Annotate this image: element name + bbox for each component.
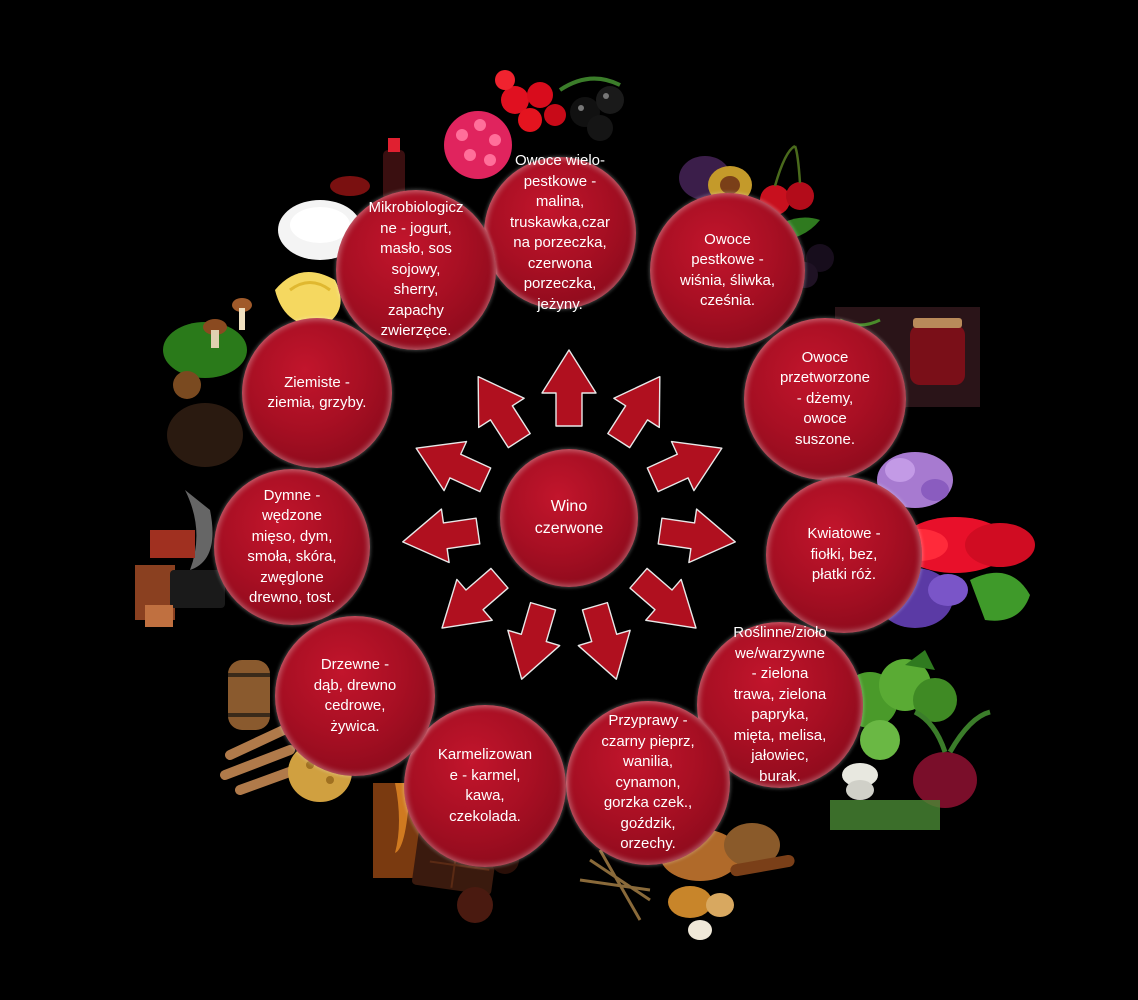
- bubble-przyprawy: Przyprawy -czarny pieprz,wanilia,cynamon…: [566, 701, 730, 865]
- bubble-ziemiste: Ziemiste -ziemia, grzyby.: [242, 318, 392, 468]
- arrow-9: [402, 508, 481, 564]
- arrow-6: [577, 601, 631, 680]
- arrow-3: [646, 440, 723, 493]
- arrow-5: [629, 567, 697, 629]
- bubble-label: Owoce wielo-pestkowe -malina,truskawka,c…: [509, 152, 611, 313]
- smoked-meat-icon: [135, 490, 225, 627]
- bubble-kwiatowe: Kwiatowe -fiołki, bez,płatki róż.: [766, 477, 922, 633]
- bubble-label: Kwiatowe -fiołki, bez,płatki róż.: [807, 525, 881, 584]
- arrow-2: [607, 375, 661, 449]
- arrow-4: [657, 508, 736, 564]
- arrow-7: [507, 601, 561, 680]
- bubble-owoce-wielopestkowe: Owoce wielo-pestkowe -malina,truskawka,c…: [484, 152, 636, 313]
- arrow-10: [415, 440, 492, 493]
- arrow-1: [541, 349, 597, 427]
- arrow-8: [441, 567, 509, 629]
- bubble-label: Ziemiste -ziemia, grzyby.: [267, 373, 367, 412]
- mushrooms-moss-icon: [163, 298, 252, 467]
- arrow-11: [477, 375, 531, 449]
- bubble-label: Przyprawy -czarny pieprz,wanilia,cynamon…: [601, 712, 695, 853]
